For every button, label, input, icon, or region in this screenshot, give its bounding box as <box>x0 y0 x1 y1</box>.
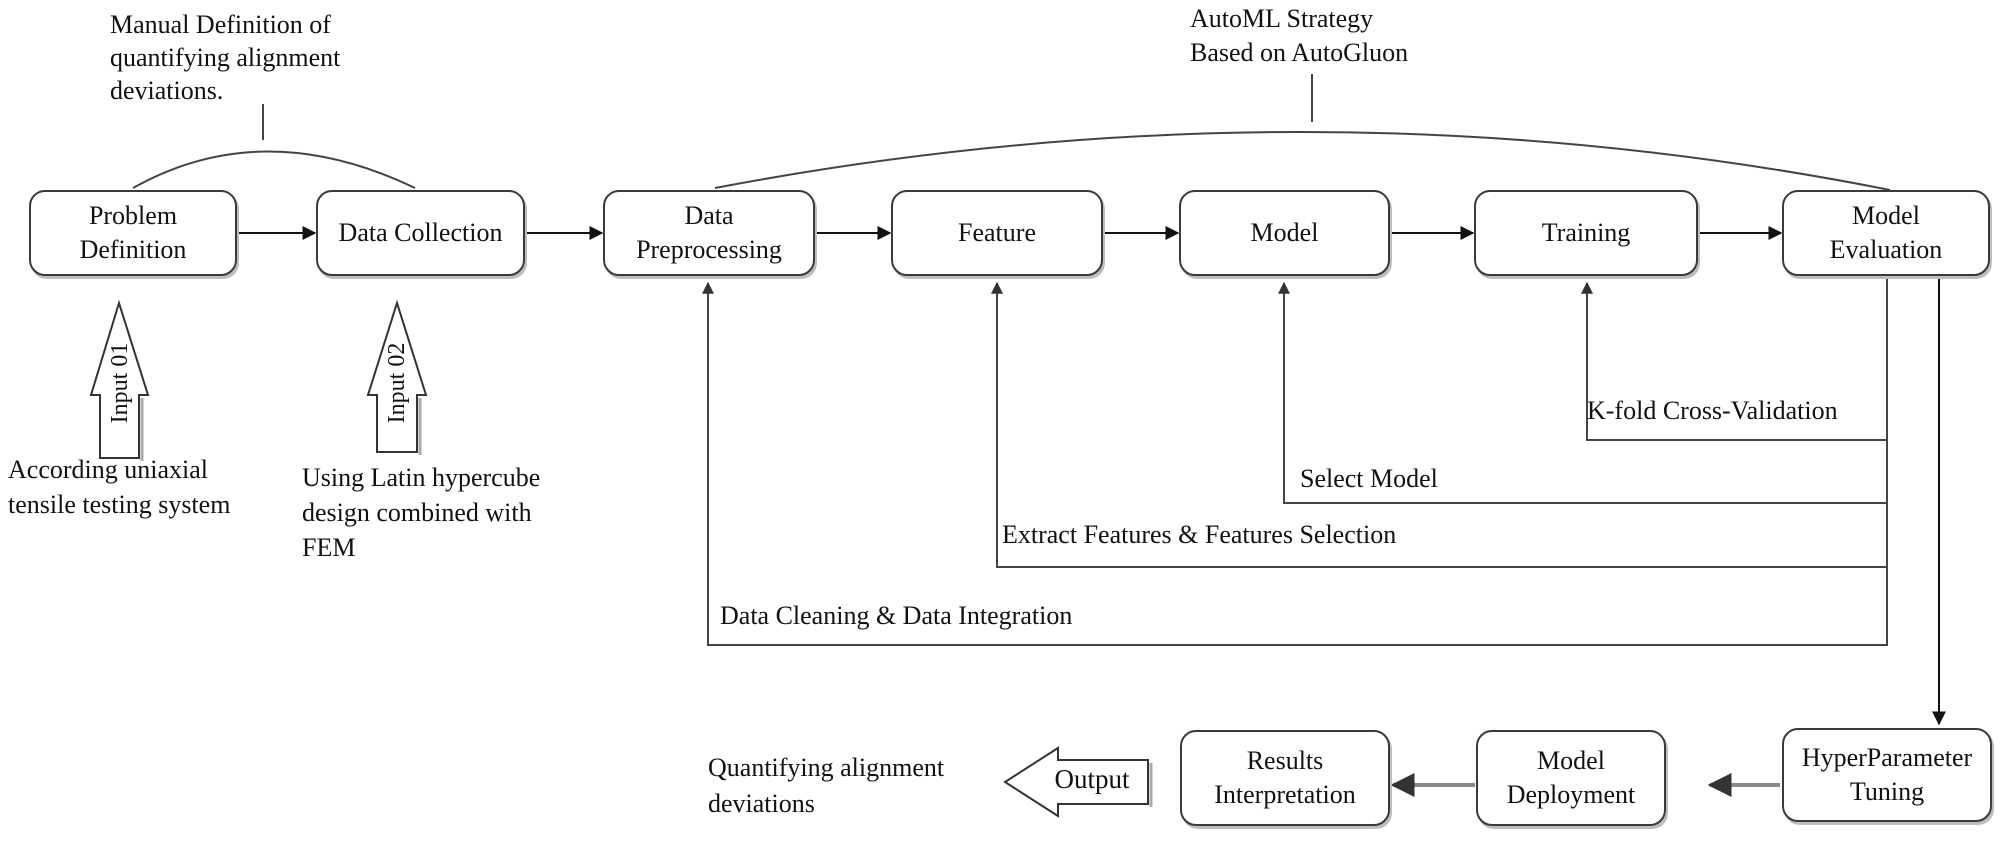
manual-definition-note: Manual Definition of quantifying alignme… <box>110 10 341 105</box>
model-box: Model <box>1179 190 1390 276</box>
manual-definition-brace <box>132 150 416 189</box>
input1-description: According uniaxial tensile testing syste… <box>8 455 231 519</box>
data-cleaning-label: Data Cleaning & Data Integration <box>720 601 1073 630</box>
input1-label: Input 01 <box>107 342 133 424</box>
model-deployment-label: Model Deployment <box>1506 746 1636 809</box>
model-evaluation-box: Model Evaluation <box>1782 190 1990 276</box>
automl-strategy-note: AutoML Strategy Based on AutoGluon <box>1190 4 1409 67</box>
feedback-select-model-line <box>1278 281 1888 504</box>
data-preprocessing-label: Data Preprocessing <box>636 201 782 264</box>
problem-definition-box: Problem Definition <box>29 190 237 276</box>
output-arrow-shape <box>1003 746 1149 818</box>
input1-arrow-shape <box>89 299 150 459</box>
model-evaluation-label: Model Evaluation <box>1829 201 1943 264</box>
data-collection-label: Data Collection <box>338 218 503 247</box>
feedback-extract-features-line <box>991 281 1888 568</box>
data-preprocessing-box: Data Preprocessing <box>603 190 815 276</box>
feature-box: Feature <box>891 190 1103 276</box>
output-description: Quantifying alignment deviations <box>708 753 945 818</box>
input2-arrow-shape <box>366 299 428 453</box>
feedback-kfold-line <box>1581 277 1888 441</box>
hyperparameter-tuning-label: HyperParameter Tuning <box>1801 743 1973 806</box>
problem-definition-label: Problem Definition <box>79 201 187 264</box>
automl-brace <box>714 131 1891 191</box>
input2-description: Using Latin hypercube design combined wi… <box>302 463 541 562</box>
extract-features-label: Extract Features & Features Selection <box>1002 520 1397 549</box>
kfold-label: K-fold Cross-Validation <box>1587 396 1838 425</box>
results-interpretation-box: Results Interpretation <box>1180 730 1390 826</box>
feature-label: Feature <box>958 218 1036 247</box>
hyperparameter-tuning-box: HyperParameter Tuning <box>1782 728 1992 822</box>
input2-label: Input 02 <box>384 342 410 424</box>
results-interpretation-label: Results Interpretation <box>1214 746 1356 809</box>
model-label: Model <box>1250 218 1319 247</box>
select-model-label: Select Model <box>1300 464 1438 493</box>
output-label: Output <box>1054 764 1130 794</box>
feedback-data-cleaning-line <box>702 281 1888 646</box>
training-box: Training <box>1474 190 1698 276</box>
training-label: Training <box>1541 218 1631 247</box>
data-collection-box: Data Collection <box>316 190 525 276</box>
model-deployment-box: Model Deployment <box>1476 730 1666 826</box>
